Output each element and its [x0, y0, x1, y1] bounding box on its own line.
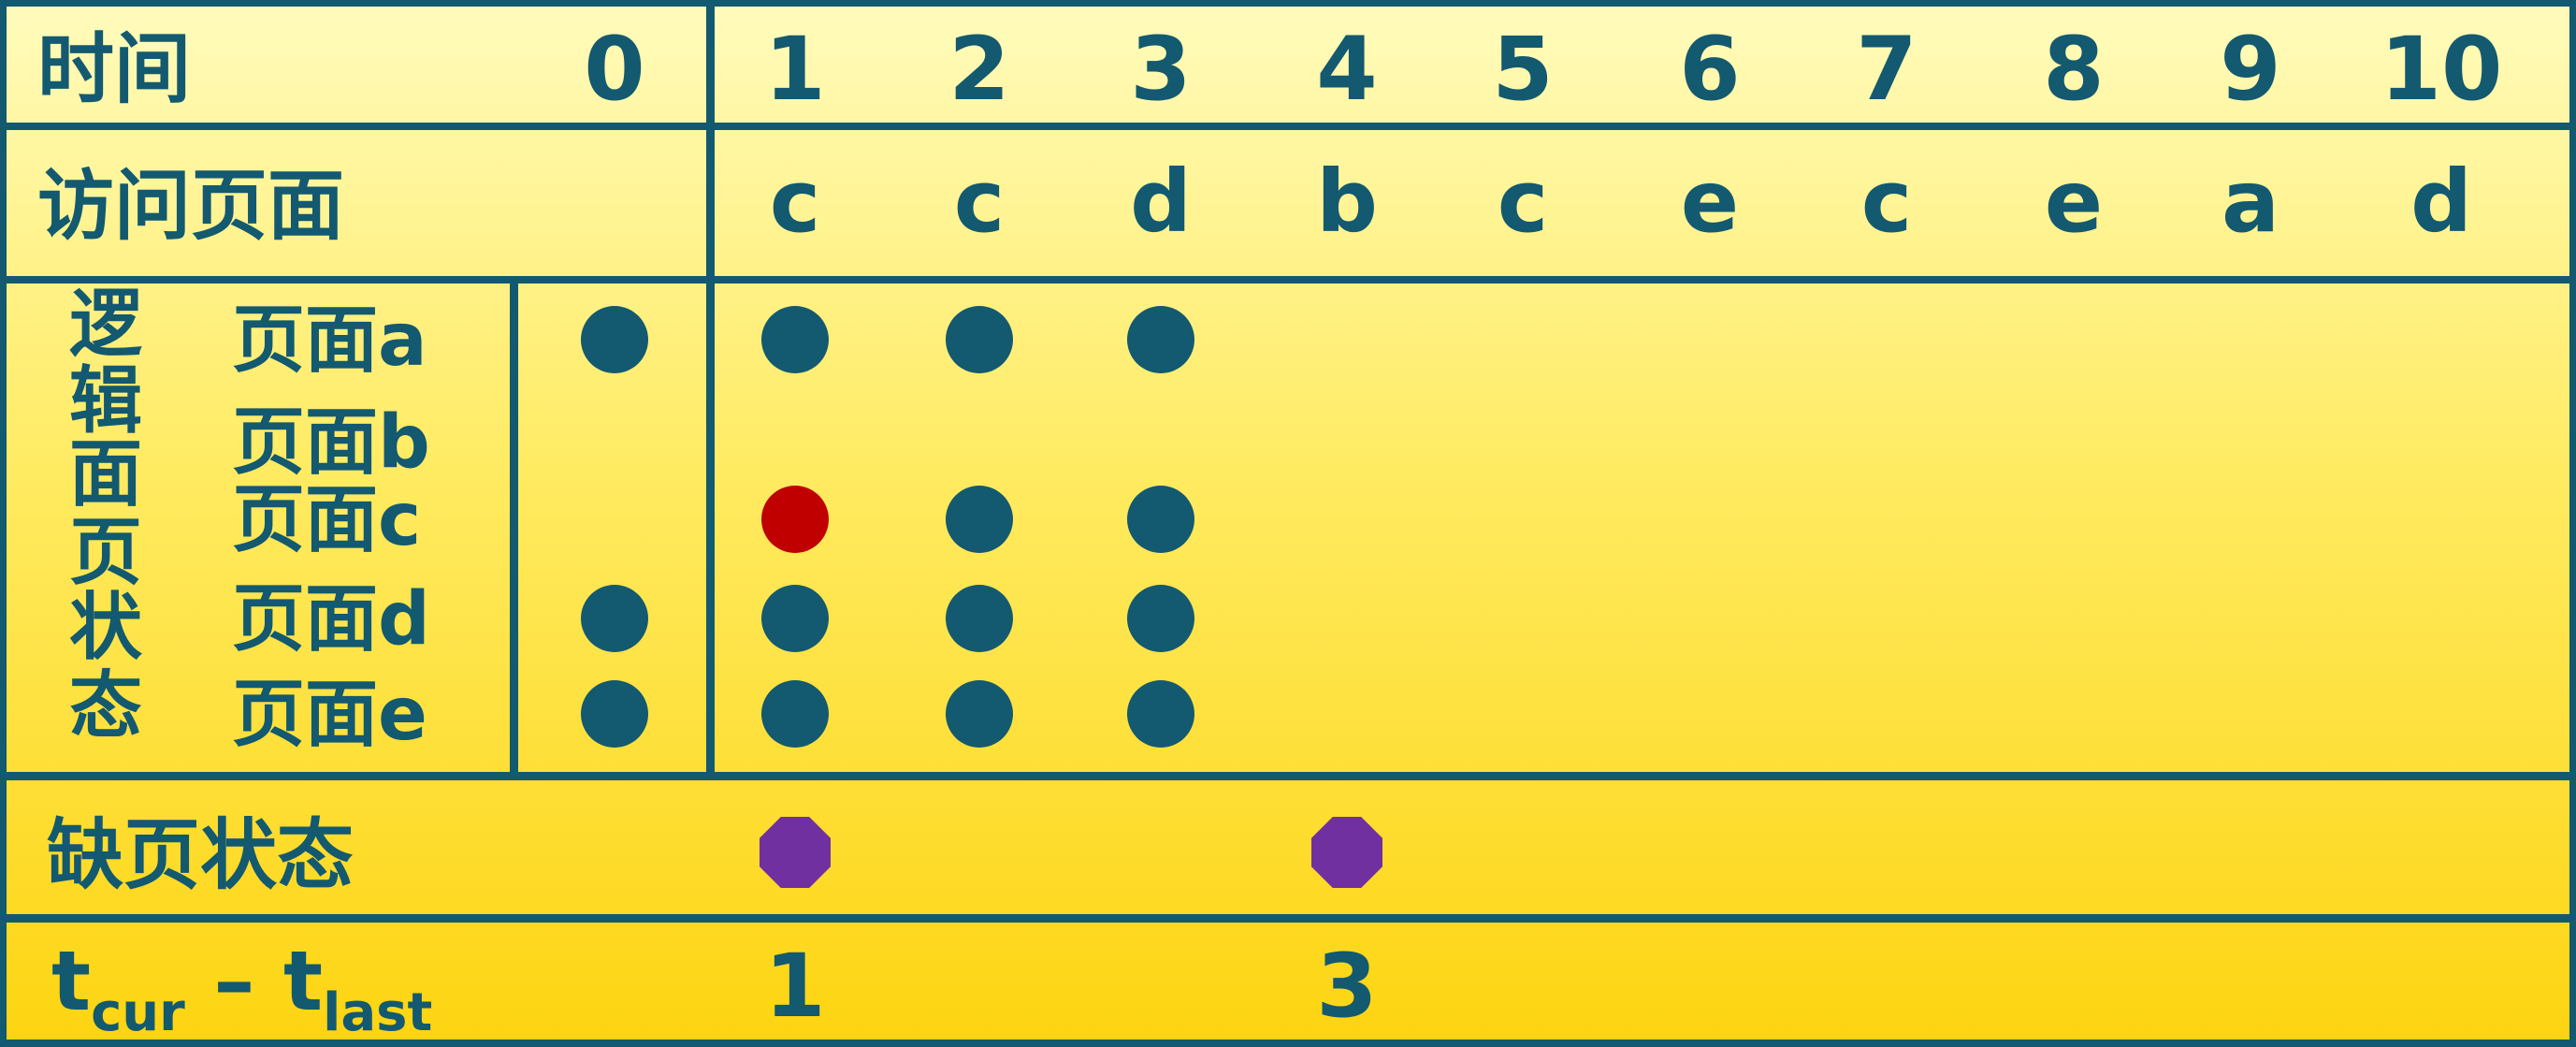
page-e-t1-dot: [761, 680, 829, 748]
grid-line-top: [0, 0, 2576, 7]
page-label-b: 页面b: [232, 400, 430, 485]
vertical-label-char: 页: [68, 511, 143, 595]
grid-line-h4: [0, 914, 2576, 923]
page-fault-marker-t1: [760, 817, 831, 888]
access-page-label: 访问页面: [37, 162, 345, 251]
time-0: 0: [584, 19, 645, 121]
interval-formula-label: tcur – tlast: [51, 940, 432, 1040]
interval-value-t4: 3: [1316, 936, 1378, 1038]
access-page-4: b: [1316, 152, 1378, 252]
page-d-t1-dot: [761, 585, 829, 652]
page-label-a: 页面a: [232, 298, 427, 383]
vertical-label-char: 状: [68, 586, 143, 670]
last-subscript: last: [323, 982, 433, 1043]
grid-line-v-main: [706, 0, 715, 777]
time-6: 6: [1679, 19, 1741, 121]
grid-line-right: [2569, 0, 2576, 1047]
page-label-c: 页面c: [232, 478, 422, 562]
time-4: 4: [1316, 19, 1378, 121]
vertical-label-char: 面: [68, 432, 143, 516]
vertical-label-char: 态: [68, 664, 143, 749]
page-fault-marker-t4: [1311, 817, 1382, 888]
fault-state-label: 缺页状态: [47, 811, 355, 900]
grid-line-left: [0, 0, 7, 1047]
access-page-3: d: [1130, 152, 1192, 252]
page-d-t0-dot: [581, 585, 648, 652]
time-8: 8: [2043, 19, 2105, 121]
grid-line-v-state: [510, 278, 518, 777]
grid-line-h1: [0, 123, 2576, 130]
vertical-label-char: 逻: [68, 283, 143, 367]
page-a-t3-dot: [1127, 306, 1194, 373]
page-c-t3-dot: [1127, 486, 1194, 553]
time-5: 5: [1492, 19, 1554, 121]
page-label-e: 页面e: [232, 673, 427, 757]
page-a-t2-dot: [946, 306, 1013, 373]
page-c-t1-dot: [761, 486, 829, 553]
access-page-10: d: [2410, 152, 2472, 252]
vertical-label-char: 辑: [68, 359, 143, 444]
time-10: 10: [2380, 19, 2503, 121]
grid-line-bottom: [0, 1040, 2576, 1047]
interval-value-t1: 1: [764, 936, 826, 1038]
page-label-d: 页面d: [232, 577, 430, 662]
page-e-t0-dot: [581, 680, 648, 748]
page-e-t2-dot: [946, 680, 1013, 748]
grid-line-h2: [0, 276, 2576, 284]
t-cur-symbol: t: [51, 933, 92, 1029]
time-9: 9: [2220, 19, 2281, 121]
time-3: 3: [1130, 19, 1192, 121]
access-page-6: e: [1680, 152, 1740, 252]
page-a-t1-dot: [761, 306, 829, 373]
minus-sign: –: [213, 933, 255, 1029]
t-last-symbol: t: [283, 933, 324, 1029]
cur-subscript: cur: [91, 982, 185, 1043]
grid-line-h3: [0, 772, 2576, 780]
access-page-2: c: [953, 152, 1006, 252]
page-e-t3-dot: [1127, 680, 1194, 748]
access-page-5: c: [1497, 152, 1549, 252]
page-d-t2-dot: [946, 585, 1013, 652]
access-page-9: a: [2221, 152, 2280, 252]
time-1: 1: [764, 19, 826, 121]
time-7: 7: [1856, 19, 1918, 121]
access-page-8: e: [2044, 152, 2104, 252]
page-a-t0-dot: [581, 306, 648, 373]
page-c-t2-dot: [946, 486, 1013, 553]
time-2: 2: [948, 19, 1010, 121]
access-page-7: c: [1860, 152, 1913, 252]
time-label: 时间: [37, 25, 192, 114]
page-d-t3-dot: [1127, 585, 1194, 652]
access-page-1: c: [769, 152, 821, 252]
